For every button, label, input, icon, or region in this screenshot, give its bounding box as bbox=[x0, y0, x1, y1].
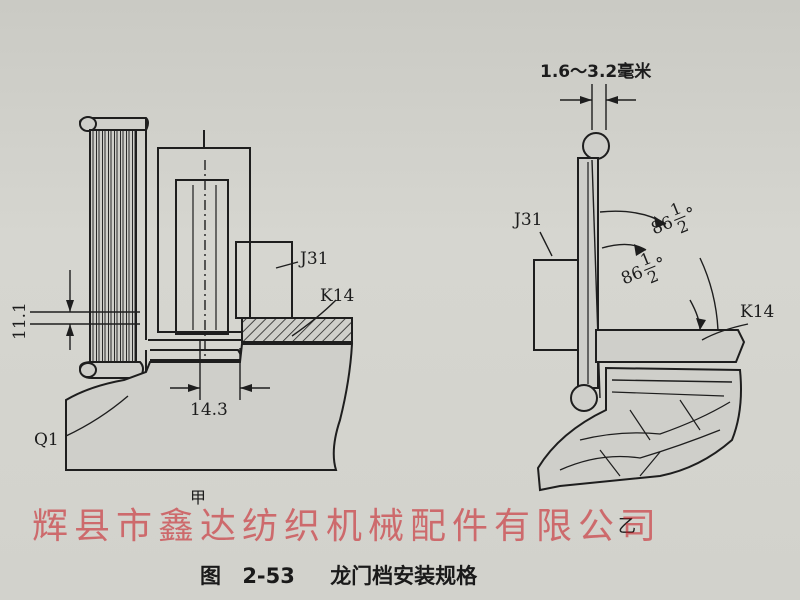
wood-base bbox=[536, 366, 742, 492]
watermark-text: 辉县市鑫达纺织机械配件有限公司 bbox=[32, 506, 663, 547]
label-k14-right: K14 bbox=[740, 302, 775, 322]
gantry-inner bbox=[175, 179, 229, 335]
left-view-sublabel: 甲 bbox=[190, 488, 207, 507]
k14-bar-left bbox=[241, 317, 353, 343]
label-q1: Q1 bbox=[34, 430, 59, 450]
k14-plate-right bbox=[595, 329, 746, 363]
top-ring bbox=[582, 132, 610, 160]
figure-caption: 图 2-53 龙门档安装规格 bbox=[200, 560, 491, 590]
j31-block-right bbox=[533, 259, 579, 351]
right-view bbox=[533, 84, 749, 492]
cylinder-body bbox=[89, 129, 137, 363]
label-dim-11-1: 11.1 bbox=[10, 302, 30, 340]
caption-title: 龙门档安装规格 bbox=[330, 564, 478, 588]
label-gap-dimension: 1.6～3.2毫米 bbox=[540, 62, 652, 82]
bottom-ring bbox=[570, 384, 598, 412]
q1-support bbox=[65, 343, 354, 471]
left-view bbox=[30, 116, 354, 471]
label-k14-left: K14 bbox=[320, 286, 355, 306]
label-dim-14-3: 14.3 bbox=[190, 400, 228, 420]
right-view-sublabel: 乙 bbox=[618, 516, 636, 537]
cylinder-top-end bbox=[79, 116, 97, 132]
cylinder-bottom-end bbox=[79, 362, 97, 378]
label-j31-left: J31 bbox=[300, 249, 329, 269]
j31-block-left bbox=[235, 241, 293, 319]
label-j31-right: J31 bbox=[514, 210, 543, 230]
caption-number: 2-53 bbox=[242, 564, 295, 588]
caption-prefix: 图 bbox=[200, 564, 221, 588]
